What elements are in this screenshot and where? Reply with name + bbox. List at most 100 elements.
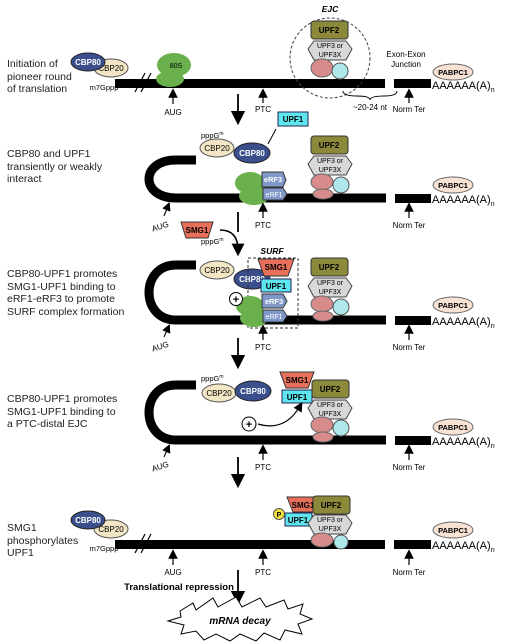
smg1-label: SMG1: [286, 376, 309, 385]
aug-label: AUG: [164, 568, 181, 577]
pabpc1-label: PABPC1: [438, 526, 468, 535]
step-label-1: Initiation of pioneer round of translati…: [7, 58, 72, 95]
aug-label: AUG: [151, 460, 170, 474]
upf2-label: UPF2: [320, 385, 341, 394]
step-label-3: CBP80-UPF1 promotes SMG1-UPF1 binding to…: [7, 268, 125, 318]
step-5-group: CBP20 CBP80 m7Gppp SMG1 UPF1 P UPF2 UPF3…: [70, 495, 495, 577]
phosphate-label: P: [277, 512, 282, 519]
ribosome-label: 80S: [170, 63, 183, 70]
upf3-label-line2: UPF3X: [319, 289, 342, 296]
norm-ter-label: Norm Ter: [393, 463, 426, 472]
ribosome-80s: [157, 53, 191, 77]
step-label-5: SMG1 phosphorylates UPF1: [7, 522, 79, 559]
polya-tail: AAAAAA(A)n: [432, 436, 495, 450]
upf3-label-line2: UPF3X: [319, 411, 342, 418]
erf3-label: eRF3: [265, 297, 283, 306]
plus-sign: +: [246, 419, 252, 431]
step-4-group: pppGm CBP20 CBP80 SMG1 UPF1 + UPF2 UPF3 …: [144, 371, 495, 474]
upf2-label: UPF2: [319, 141, 340, 150]
erf3-protein: [261, 171, 287, 188]
pabpc1-label: PABPC1: [438, 423, 468, 432]
phosphate-group: [273, 508, 285, 520]
upf2-label: UPF2: [321, 501, 342, 510]
cap-label: m7Gppp: [90, 544, 119, 553]
ptc-label: PTC: [255, 221, 271, 230]
translational-repression-label: Translational repression: [124, 582, 234, 593]
cbp20-label: CBP20: [98, 64, 124, 73]
erf1-label: eRF1: [265, 192, 282, 199]
cbp80-label: CBP80: [239, 149, 265, 158]
upf3-label-line1: UPF3 or: [317, 43, 344, 50]
ejc-label: EJC: [322, 4, 339, 14]
norm-ter-label: Norm Ter: [393, 343, 426, 352]
polya-tail: AAAAAA(A)n: [432, 80, 495, 94]
upf1-label: UPF1: [288, 516, 309, 525]
norm-ter-label: Norm Ter: [393, 568, 426, 577]
cbp80-protein: [233, 142, 271, 164]
upf2-label: UPF2: [319, 26, 340, 35]
upf3-label-line1: UPF3 or: [317, 402, 344, 409]
cbp20-protein: [199, 138, 235, 158]
cbp80-protein: [70, 52, 106, 72]
polya-tail: AAAAAA(A)n: [432, 540, 495, 554]
upf3-protein: [307, 40, 353, 61]
ptc-label: PTC: [255, 463, 271, 472]
erf1-label: eRF1: [265, 314, 282, 321]
ptc-label: PTC: [255, 568, 271, 577]
cbp80-label: CBP80: [75, 58, 101, 67]
cbp20-label: CBP20: [98, 525, 124, 534]
step-3-group: pppGm CBP20 CBP80 SURF SMG1 UPF1 eRF3 eR…: [144, 237, 495, 354]
upf3-label-line1: UPF3 or: [317, 517, 344, 524]
cap-tri-label: pppGm: [201, 374, 224, 383]
aug-label: AUG: [151, 220, 170, 234]
nt-distance-label: ~20-24 nt: [353, 103, 388, 112]
pabpc1-label: PABPC1: [438, 181, 468, 190]
step-2-group: pppGm CBP20 CBP80 UPF1 eRF3 eRF1 UPF2 UP…: [144, 111, 495, 234]
upf3-label-line2: UPF3X: [319, 52, 342, 59]
upf1-label: UPF1: [266, 282, 287, 291]
step-label-4: CBP80-UPF1 promotes SMG1-UPF1 binding to…: [7, 393, 118, 430]
smg1-label: SMG1: [292, 501, 315, 510]
exon-junction-label-line1: Exon-Exon: [386, 50, 425, 59]
cap-tri-label: pppGm: [201, 237, 224, 246]
polya-tail: AAAAAA(A)n: [432, 194, 495, 208]
mrna-decay-label: mRNA decay: [209, 616, 271, 627]
cbp20-label: CBP20: [204, 266, 230, 275]
step-1-group: CBP20 CBP80 m7Gppp 80S AUG PTC Norm Ter …: [70, 4, 495, 117]
upf2-label: UPF2: [319, 263, 340, 272]
step-label-2: CBP80 and UPF1 transiently or weakly int…: [7, 148, 103, 185]
cap-label: m7Gppp: [90, 83, 119, 92]
aug-label: AUG: [164, 108, 181, 117]
ejc-core-pink: [310, 58, 334, 78]
upf3-protein: [307, 155, 353, 176]
mrna-decay-burst: [166, 596, 314, 642]
surf-complex-boundary: [247, 257, 299, 329]
aug-label: AUG: [151, 340, 170, 354]
upf1-label: UPF1: [287, 393, 308, 402]
upf2-protein: [310, 20, 349, 40]
upf1-label: UPF1: [283, 115, 304, 124]
upf3-label-line2: UPF3X: [319, 526, 342, 533]
plus-sign: +: [233, 294, 239, 306]
ejc-core-cyan: [331, 62, 349, 80]
cbp80-label: CBP80: [240, 387, 266, 396]
ejc-boundary: [289, 17, 371, 99]
upf3-label-line2: UPF3X: [319, 167, 342, 174]
erf3-label: eRF3: [264, 175, 282, 184]
pabpc1-protein: [432, 63, 474, 81]
upf3-label-line1: UPF3 or: [317, 158, 344, 165]
pabpc1-label: PABPC1: [438, 301, 468, 310]
cbp80-label: CBP80: [239, 275, 265, 284]
mrna-line: [115, 79, 385, 88]
pabpc1-label: PABPC1: [438, 68, 468, 77]
polya-tail: AAAAAA(A)n: [432, 316, 495, 330]
ptc-label: PTC: [255, 343, 271, 352]
upf1-protein: [277, 111, 309, 127]
cbp20-label: CBP20: [204, 144, 230, 153]
norm-ter-label: Norm Ter: [393, 105, 426, 114]
upf2-protein: [310, 135, 349, 155]
cap-tri-label: pppGm: [201, 131, 224, 140]
cbp80-label: CBP80: [75, 516, 101, 525]
ptc-label: PTC: [255, 105, 271, 114]
